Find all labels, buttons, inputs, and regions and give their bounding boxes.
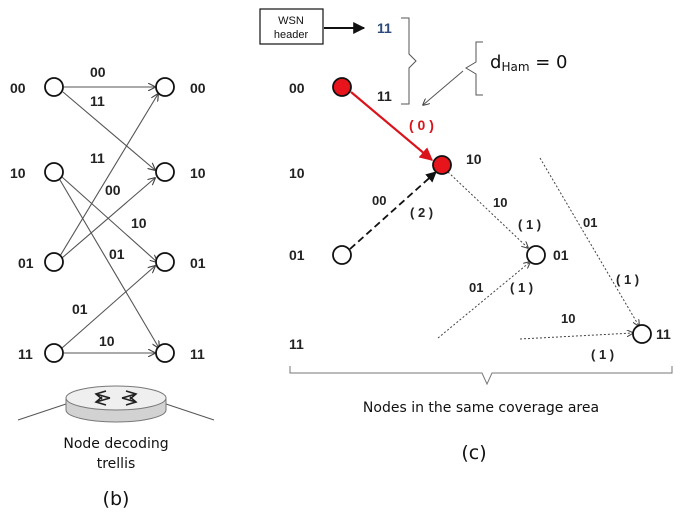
panel-label-c: (c) bbox=[461, 442, 486, 464]
dotted-edge-bottom-to-11 bbox=[519, 333, 633, 340]
dashed-edge-01-10 bbox=[349, 171, 437, 250]
node-11-right bbox=[632, 324, 652, 344]
trellis-panel: 00 10 01 11 00 10 01 11 00 11 11 00 10 0… bbox=[10, 64, 215, 510]
branch-label: 00 bbox=[105, 182, 121, 198]
row-label-01: 01 bbox=[289, 247, 305, 263]
trellis-node-right-10 bbox=[155, 162, 175, 182]
dotted-edge-10-01 bbox=[447, 171, 528, 248]
red-path-metric: ( 0 ) bbox=[409, 117, 434, 133]
row-label-10: 10 bbox=[289, 165, 305, 181]
node-label-11: 11 bbox=[656, 326, 671, 342]
trellis-edge-00-10 bbox=[62, 91, 155, 170]
branch-label: 11 bbox=[90, 93, 105, 109]
dotted-edge-long-to-11 bbox=[539, 157, 639, 326]
header-bit-bottom: 11 bbox=[377, 88, 392, 104]
trellis-node-right-00 bbox=[155, 77, 175, 97]
selected-path-edge bbox=[350, 91, 434, 161]
row-label-00: 00 bbox=[289, 80, 305, 96]
node-01-left bbox=[332, 245, 352, 265]
trellis-state-right-11: 11 bbox=[190, 346, 205, 362]
coverage-caption: Nodes in the same coverage area bbox=[363, 400, 599, 416]
branch-label: 10 bbox=[131, 215, 147, 231]
node-label-01: 01 bbox=[553, 247, 569, 263]
trellis-state-left-11: 11 bbox=[18, 346, 33, 362]
wsn-header-line2: header bbox=[274, 29, 309, 41]
node-label-10: 10 bbox=[466, 151, 482, 167]
dotted-edge-to-01 bbox=[437, 262, 530, 339]
dashed-edge-metric: ( 2 ) bbox=[410, 205, 433, 220]
edge-01-metric: ( 1 ) bbox=[510, 280, 533, 295]
trellis-node-left-11 bbox=[44, 343, 64, 363]
router-caption-line1: Node decoding bbox=[63, 436, 168, 452]
branch-label: 01 bbox=[72, 301, 88, 317]
node-01-right bbox=[526, 245, 546, 265]
trellis-node-left-00 bbox=[44, 77, 64, 97]
trellis-node-left-10 bbox=[44, 162, 64, 182]
trellis-state-right-01: 01 bbox=[190, 255, 206, 271]
edge-10-metric: ( 1 ) bbox=[518, 217, 541, 232]
dham-label: dHam = 0 bbox=[490, 52, 568, 74]
router-caption-line2: trellis bbox=[97, 456, 136, 472]
trellis-state-left-00: 00 bbox=[10, 80, 26, 96]
coverage-brace bbox=[289, 366, 673, 386]
trellis-edge-10-01 bbox=[61, 176, 157, 262]
row-label-11: 11 bbox=[289, 336, 304, 352]
trellis-edge-11-01 bbox=[61, 266, 155, 349]
panel-label-b: (b) bbox=[103, 488, 130, 510]
trellis-node-left-01 bbox=[44, 252, 64, 272]
dashed-edge-code: 00 bbox=[372, 193, 386, 208]
trellis-edge-01-00 bbox=[59, 94, 158, 257]
node-00-selected bbox=[332, 77, 352, 97]
trellis-state-right-10: 10 bbox=[190, 165, 206, 181]
trellis-node-right-11 bbox=[155, 343, 175, 363]
wsn-header-line1: WSN bbox=[278, 15, 304, 27]
network-panel: WSN header 11 11 dHam = 0 00 10 01 11 ( … bbox=[259, 8, 673, 464]
edge-01-code: 01 bbox=[469, 280, 483, 295]
header-brace bbox=[401, 17, 417, 105]
dham-arrow bbox=[423, 70, 464, 105]
edge-bottom-code: 10 bbox=[561, 311, 575, 326]
branch-label: 01 bbox=[109, 246, 125, 262]
trellis-edge-10-11 bbox=[59, 179, 159, 348]
header-bit-top: 11 bbox=[377, 20, 392, 36]
trellis-state-left-01: 01 bbox=[18, 255, 34, 271]
branch-label: 00 bbox=[90, 64, 106, 80]
trellis-state-right-00: 00 bbox=[190, 80, 206, 96]
router-icon bbox=[17, 385, 215, 423]
edge-long-code: 01 bbox=[583, 215, 597, 230]
edge-bottom-metric: ( 1 ) bbox=[591, 347, 614, 362]
trellis-edge-01-10 bbox=[61, 178, 155, 259]
node-10-selected bbox=[432, 155, 452, 175]
trellis-state-left-10: 10 bbox=[10, 165, 26, 181]
branch-label: 11 bbox=[90, 150, 105, 166]
dham-brace bbox=[465, 41, 483, 96]
edge-10-code: 10 bbox=[493, 195, 507, 210]
edge-long-metric: ( 1 ) bbox=[616, 272, 639, 287]
wsn-header-box bbox=[259, 8, 324, 45]
trellis-node-right-01 bbox=[155, 252, 175, 272]
branch-label: 10 bbox=[99, 333, 115, 349]
